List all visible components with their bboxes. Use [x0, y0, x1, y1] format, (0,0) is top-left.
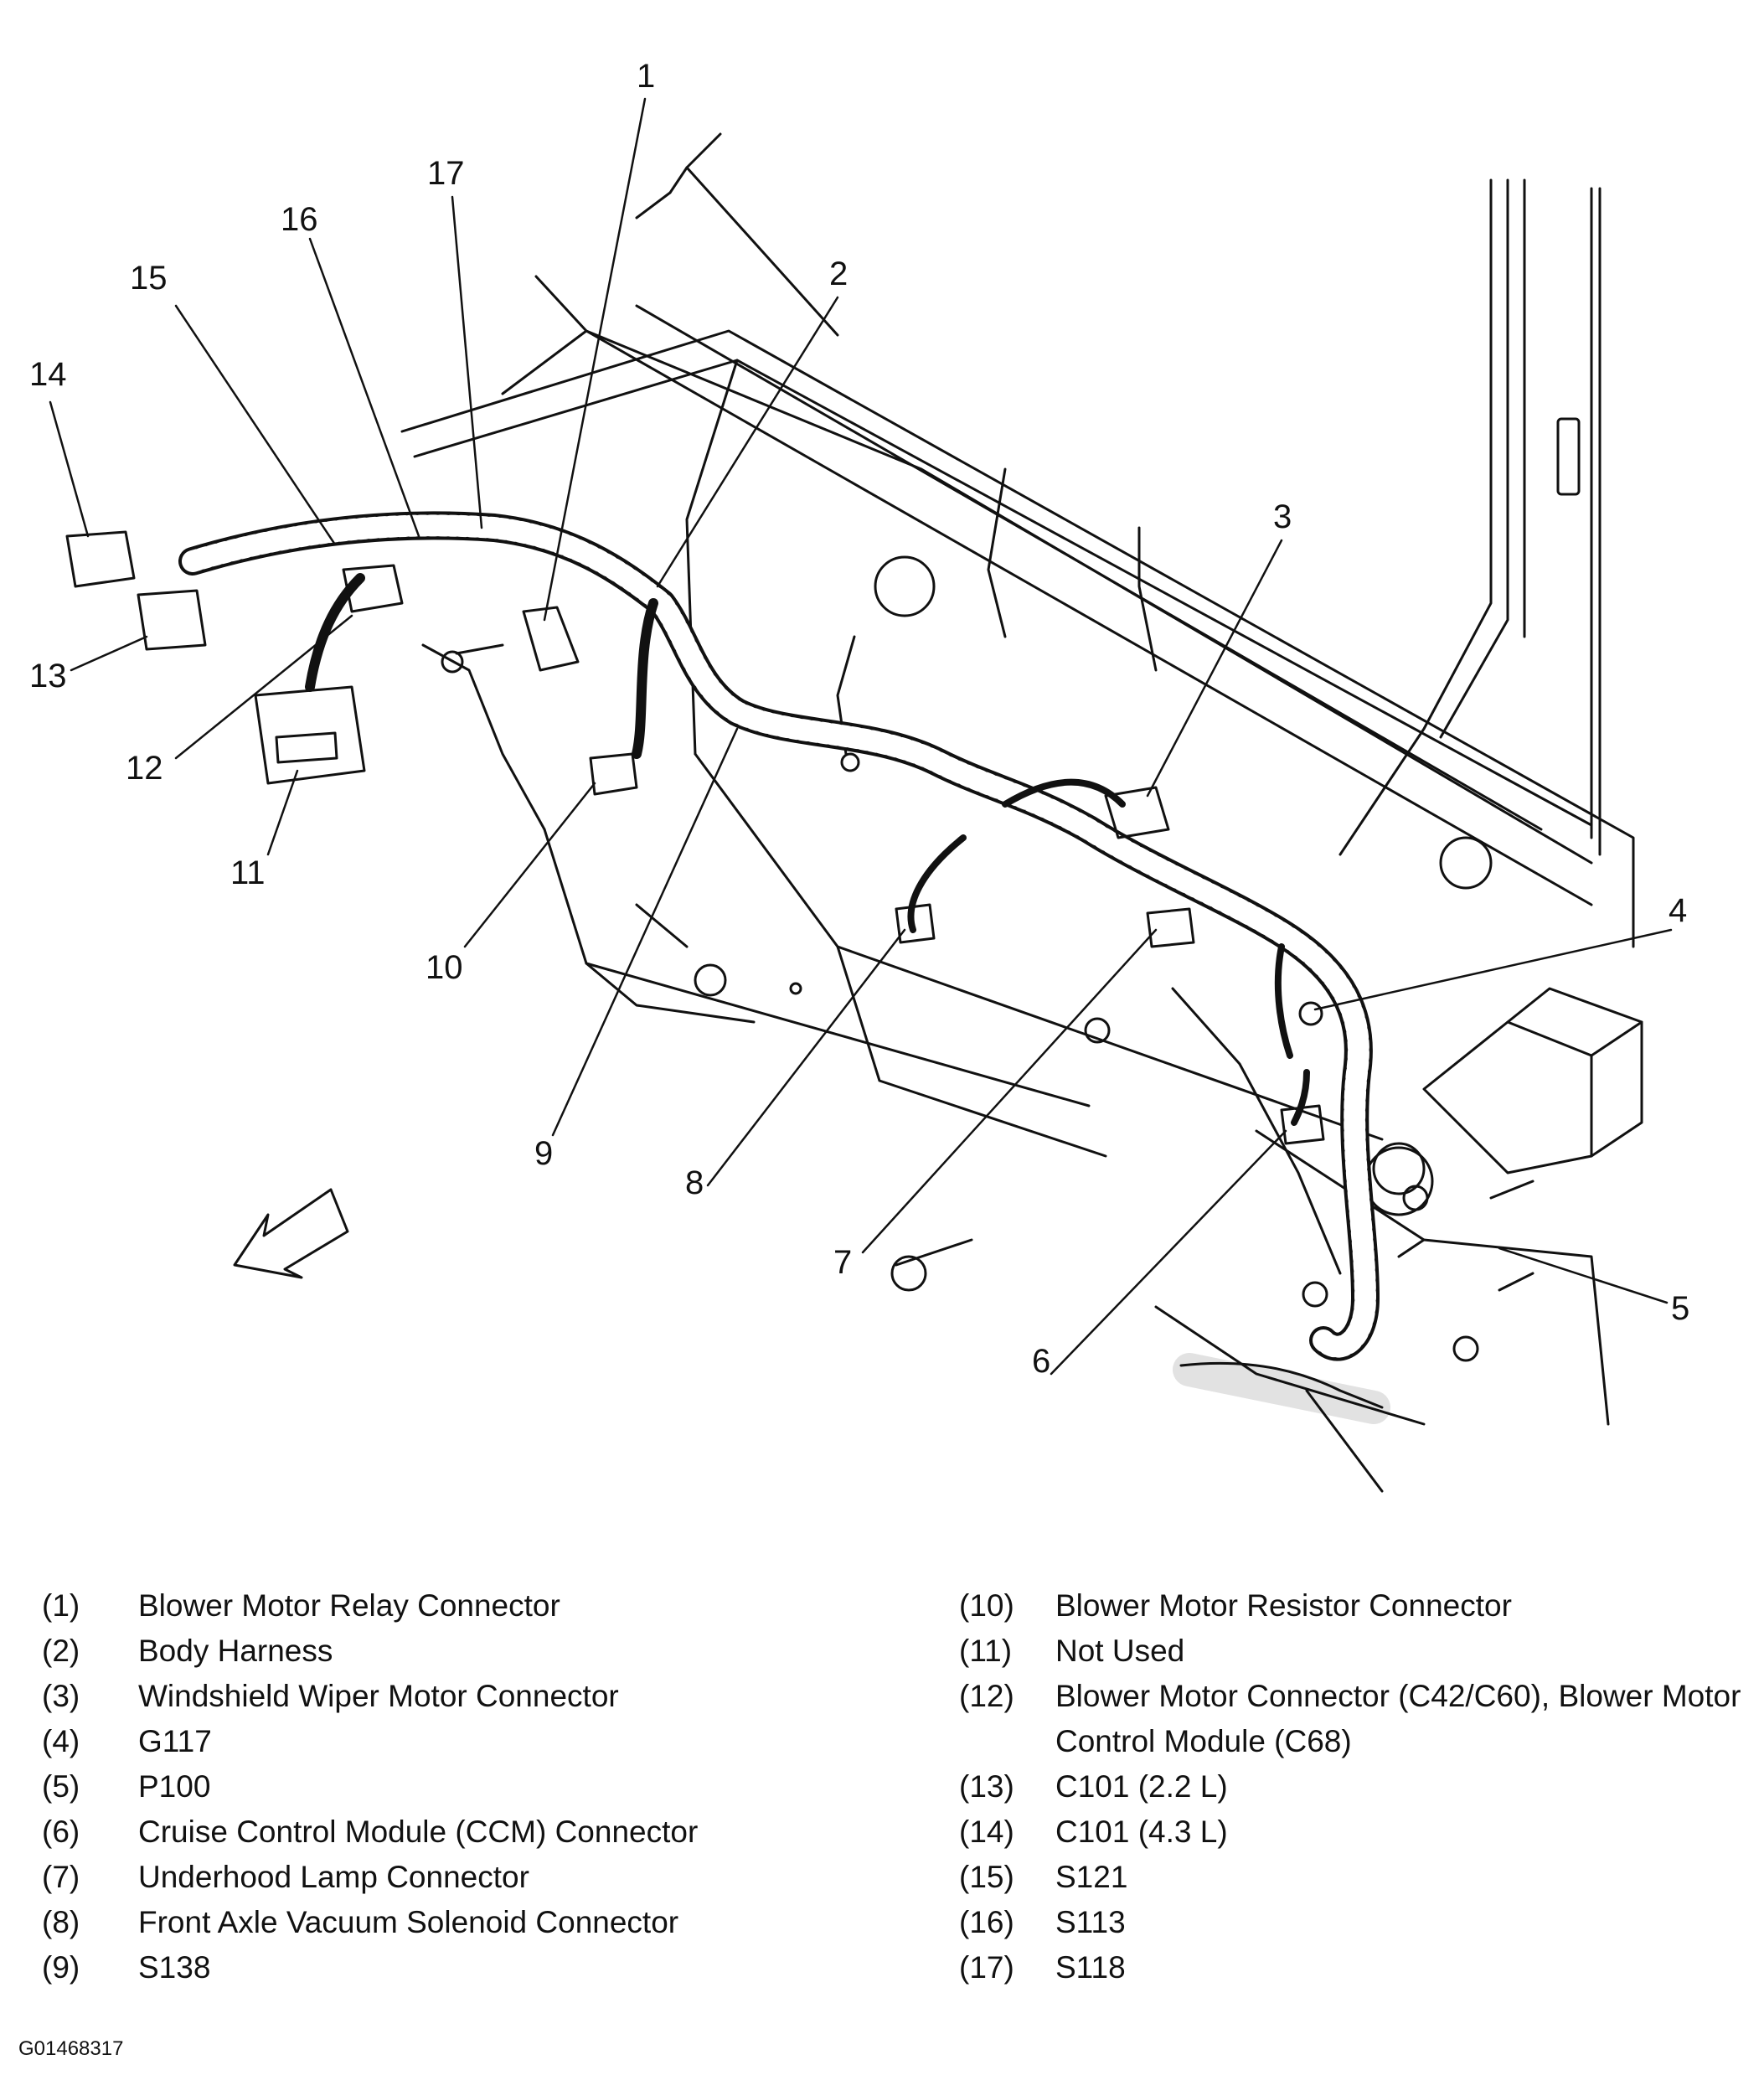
legend-number: (17) [959, 1950, 1014, 1985]
legend-number: (7) [42, 1860, 80, 1894]
callout-8: 8 [685, 1164, 704, 1201]
legend-text: Blower Motor Connector (C42/C60), Blower… [1055, 1679, 1741, 1758]
connector-blower-resistor [589, 752, 638, 796]
legend-text: Cruise Control Module (CCM) Connector [138, 1815, 699, 1849]
legend-text: C101 (4.3 L) [1055, 1815, 1228, 1849]
wiring-harness [178, 511, 1380, 1361]
bolt [895, 1238, 973, 1267]
legend-left-column: (1) Blower Motor Relay Connector (2) Body … [42, 1583, 921, 1990]
legend-text: Underhood Lamp Connector [138, 1860, 529, 1894]
legend-item: (1) Blower Motor Relay Connector [42, 1583, 921, 1629]
connector-axle-solenoid [895, 903, 936, 944]
legend-item: (13) C101 (2.2 L) [959, 1764, 1746, 1809]
battery-cable-p100 [1179, 1361, 1384, 1409]
legend-number: (10) [959, 1588, 1014, 1623]
callout-12: 12 [126, 750, 163, 787]
legend-text: Blower Motor Relay Connector [138, 1588, 560, 1623]
legend-item: (8) Front Axle Vacuum Solenoid Connector [42, 1900, 921, 1945]
legend-number: (15) [959, 1860, 1014, 1894]
legend-text: P100 [138, 1769, 211, 1804]
legend-number: (12) [959, 1679, 1014, 1713]
legend-text: Body Harness [138, 1634, 333, 1668]
legend-text: C101 (2.2 L) [1055, 1769, 1228, 1804]
legend-number: (9) [42, 1950, 80, 1985]
callout-numbers: 1 2 3 4 5 6 7 8 9 10 11 12 13 14 15 16 1… [29, 58, 1689, 1380]
legend-number: (4) [42, 1724, 80, 1758]
callout-13: 13 [29, 658, 67, 694]
callout-1: 1 [637, 58, 655, 95]
legend-number: (1) [42, 1588, 80, 1623]
legend-item: (6) Cruise Control Module (CCM) Connector [42, 1809, 921, 1855]
callout-9: 9 [534, 1135, 553, 1172]
figure-id: G01468317 [18, 2037, 124, 2060]
legend-text: S121 [1055, 1860, 1128, 1894]
legend-number: (13) [959, 1769, 1014, 1804]
connector-wiper-motor [1104, 786, 1170, 839]
legend-text: Front Axle Vacuum Solenoid Connector [138, 1905, 679, 1939]
legend-number: (14) [959, 1815, 1014, 1849]
legend-item: (4) G117 [42, 1719, 921, 1764]
legend-text: Windshield Wiper Motor Connector [138, 1679, 619, 1713]
legend-item: (2) Body Harness [42, 1629, 921, 1674]
callout-10: 10 [426, 949, 463, 986]
callout-5: 5 [1671, 1290, 1689, 1327]
legend-item: (17) S118 [959, 1945, 1746, 1990]
cowl-panel [400, 132, 1643, 1493]
leader-lines [49, 97, 1673, 1376]
legend-number: (8) [42, 1905, 80, 1939]
legend-item: (14) C101 (4.3 L) [959, 1809, 1746, 1855]
callout-6: 6 [1032, 1343, 1050, 1380]
callout-15: 15 [130, 260, 168, 297]
callout-4: 4 [1669, 892, 1687, 929]
legend-number: (2) [42, 1634, 80, 1668]
legend-number: (6) [42, 1815, 80, 1849]
legend-item: (3) Windshield Wiper Motor Connector [42, 1674, 921, 1719]
forward-arrow-icon [233, 1188, 349, 1279]
callout-14: 14 [29, 356, 67, 393]
legend-text: S118 [1055, 1950, 1126, 1985]
ground-g117 [1298, 1001, 1323, 1026]
callout-2: 2 [829, 256, 848, 292]
legend-right-column: (10) Blower Motor Resistor Connector (11)… [959, 1583, 1746, 1990]
connectors [65, 530, 1534, 1424]
connector-blower-motor [342, 564, 404, 613]
legend-text: G117 [138, 1724, 212, 1758]
legend-item: (11) Not Used [959, 1629, 1746, 1674]
legend-text: Not Used [1055, 1634, 1185, 1668]
connector-c101-2-2l [137, 589, 207, 651]
callout-16: 16 [281, 201, 318, 238]
callout-3: 3 [1273, 498, 1292, 535]
legend-number: (11) [959, 1634, 1013, 1668]
legend-item: (10) Blower Motor Resistor Connector [959, 1583, 1746, 1629]
legend-number: (5) [42, 1769, 80, 1804]
connector-c101-4-3l [65, 530, 136, 588]
legend-item: (12) Blower Motor Connector (C42/C60), Bl… [959, 1674, 1746, 1764]
callout-17: 17 [427, 155, 465, 192]
legend-item: (15) S121 [959, 1855, 1746, 1900]
connector-not-used [254, 685, 366, 785]
callout-7: 7 [833, 1244, 852, 1281]
legend-text: S138 [138, 1950, 211, 1985]
legend-item: (9) S138 [42, 1945, 921, 1990]
connector-underhood-lamp [1146, 907, 1195, 948]
legend-item: (7) Underhood Lamp Connector [42, 1855, 921, 1900]
connector-blower-relay [522, 606, 580, 672]
legend-text: Blower Motor Resistor Connector [1055, 1588, 1512, 1623]
legend-item: (5) P100 [42, 1764, 921, 1809]
legend-number: (3) [42, 1679, 80, 1713]
harness-diagram: 1 2 3 4 5 6 7 8 9 10 11 12 13 14 15 16 1… [29, 58, 1689, 1493]
legend-number: (16) [959, 1905, 1014, 1939]
legend-text: S113 [1055, 1905, 1126, 1939]
legend-item: (16) S113 [959, 1900, 1746, 1945]
callout-11: 11 [230, 854, 266, 891]
